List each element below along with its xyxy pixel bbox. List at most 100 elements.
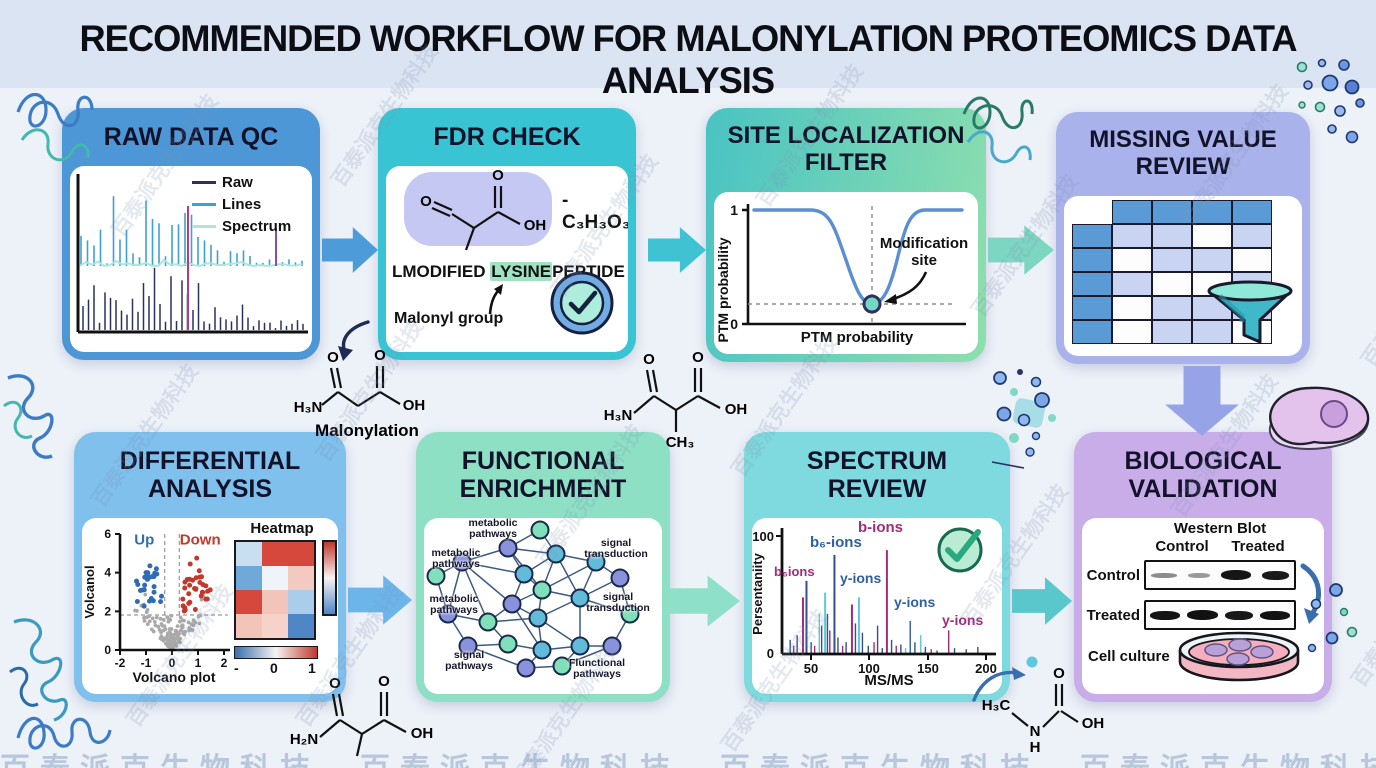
ion-label: y-ions: [840, 570, 882, 586]
panel-raw-data-qc-title: RAW DATA QC: [103, 123, 279, 151]
table-cell: [1112, 248, 1152, 272]
panel-missing-value: MISSING VALUE REVIEW: [1056, 112, 1310, 364]
table-cell: [1192, 200, 1232, 224]
panel-fdr-check-title: FDR CHECK: [433, 123, 581, 151]
table-cell: [1072, 248, 1112, 272]
svg-text:200: 200: [975, 661, 997, 676]
svg-text:150: 150: [917, 661, 939, 676]
malonylation-structure: H₃N O O OH Malonylation: [294, 348, 426, 440]
table-cell: [1152, 296, 1192, 320]
panel-missing-value-body: [1064, 196, 1302, 356]
svg-text:O: O: [1053, 665, 1065, 682]
atom-o: O: [420, 193, 432, 210]
panel-fdr-check-body: O O OH -C₃H₃O₃ LMODIFIED LYSINEPEPTIDE: [386, 166, 628, 352]
check-circle-icon: [937, 527, 983, 573]
dots-decoration: [1296, 58, 1365, 144]
svg-text:OH: OH: [403, 397, 426, 414]
heatmap-cell: [288, 566, 314, 590]
svg-text:OH: OH: [725, 401, 748, 418]
svg-text:N: N: [1030, 723, 1041, 740]
blot-col-treated: Treated: [1231, 538, 1285, 555]
table-cell: [1112, 272, 1152, 296]
panel-raw-data-qc: RAW DATA QC Raw Lines Spectrum: [62, 108, 320, 360]
heatmap-cell: [262, 614, 288, 638]
filter-funnel-icon: [1207, 280, 1293, 344]
svg-text:O: O: [374, 348, 386, 364]
svg-text:H₃N: H₃N: [604, 407, 633, 424]
panel-raw-data-qc-body: Raw Lines Spectrum: [70, 166, 312, 352]
flow-arrow-2: [648, 227, 706, 273]
flow-arrow-1: [322, 227, 378, 273]
heatmap-cell: [288, 542, 314, 566]
legend-item-spectrum: Spectrum: [192, 218, 291, 235]
panel-fdr-check: FDR CHECK O O OH -C₃H₃O₃ LMODIFIED LYSIN…: [378, 108, 636, 360]
annotation-arrow: [488, 284, 503, 315]
modification-site-point: [862, 294, 882, 314]
ion-label: y-ions: [942, 612, 984, 628]
malonyl-highlight-blob: [404, 172, 552, 246]
dots-decoration: [991, 369, 1056, 469]
legend-swatch: [192, 181, 216, 184]
svg-text:0: 0: [767, 646, 774, 661]
svg-text:Volcanol: Volcanol: [82, 565, 97, 618]
table-cell: [1152, 248, 1192, 272]
dots-decoration: [1307, 583, 1358, 653]
panel-missing-value-title: MISSING VALUE REVIEW: [1089, 126, 1277, 180]
svg-text:100: 100: [858, 661, 880, 676]
flow-arrow-6: [1012, 577, 1072, 625]
svg-text:0: 0: [169, 656, 176, 670]
table-cell: [1112, 296, 1152, 320]
heatmap-cell: [288, 590, 314, 614]
table-cell: [1152, 320, 1192, 344]
atom-o: O: [492, 167, 504, 184]
verified-badge-icon: [550, 271, 614, 335]
heatmap-colorbar-vertical: [322, 540, 337, 616]
curved-arrow-icon: [1300, 563, 1321, 624]
lysine-highlight: LYSINE: [490, 262, 553, 281]
svg-text:OH: OH: [411, 725, 434, 742]
qc-spectrum-chart: [76, 174, 308, 334]
svg-text:OH: OH: [1082, 715, 1105, 732]
y-tick-1: 1: [730, 202, 738, 218]
colorbar-label-mid: 0: [270, 660, 278, 676]
watermark-strip: 百泰派克生物科技 百泰派克生物科技 百泰派克生物科技 百泰派克生物科技 百泰派克…: [0, 744, 1376, 768]
flow-arrow-down: [1165, 366, 1239, 436]
table-cell: [1232, 224, 1272, 248]
svg-text:O: O: [692, 352, 704, 366]
y-tick-0: 0: [730, 316, 738, 332]
legend-swatch: [192, 225, 216, 228]
table-cell: [1152, 272, 1192, 296]
panel-functional-title: FUNCTIONAL ENRICHMENT: [459, 447, 627, 503]
panel-site-localization-body: PTM probability 1 0 Modification site PT…: [714, 192, 978, 354]
heatmap-cell: [262, 566, 288, 590]
carbamate-structure: H₃C N H O OH: [972, 656, 1105, 756]
panel-spectrum-review-title: SPECTRUM REVIEW: [806, 447, 948, 503]
svg-text:Down: Down: [180, 532, 221, 549]
neutral-loss-formula: -C₃H₃O₃: [562, 190, 628, 233]
x-axis-label: PTM probability: [801, 329, 914, 346]
heatmap-cell: [236, 590, 262, 614]
cell-culture-label: Cell culture: [1088, 648, 1170, 665]
panel-biological: BIOLOGICAL VALIDATION Western Blot Contr…: [1074, 432, 1332, 702]
malonyl-group-label: Malonyl group: [394, 310, 504, 327]
enrichment-network: [426, 520, 640, 678]
svg-text:50: 50: [804, 661, 818, 676]
panel-site-localization-title: SITE LOCALIZATION FILTER: [727, 122, 965, 176]
svg-text:6: 6: [104, 527, 111, 541]
colorbar-label-max: 1: [308, 660, 316, 676]
svg-text:H₂N: H₂N: [290, 731, 318, 748]
y-axis-label: PTM probability: [715, 237, 731, 342]
heatmap-cell: [288, 614, 314, 638]
blot-strip-treated: [1144, 600, 1296, 630]
heatmap-cell: [236, 566, 262, 590]
malonylation-label: Malonylation: [315, 421, 419, 440]
